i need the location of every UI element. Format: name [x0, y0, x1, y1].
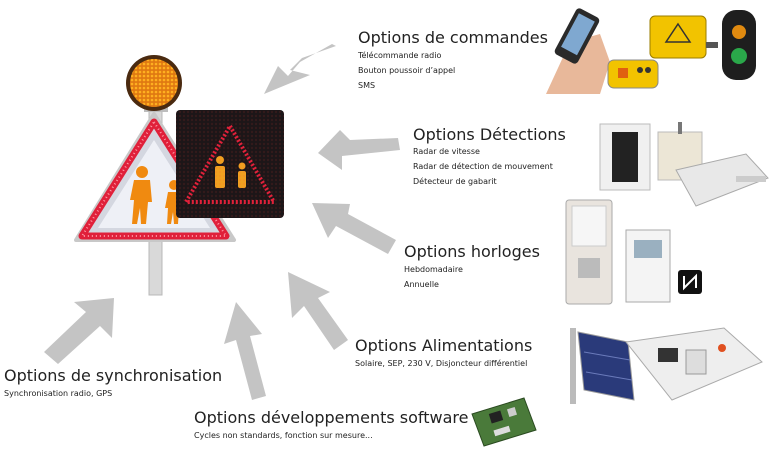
- commandes-title: Options de commandes: [358, 28, 548, 47]
- list-item: Synchronisation radio, GPS: [4, 389, 113, 398]
- arrow-commandes-icon: [264, 44, 336, 94]
- synchronisation-list: Synchronisation radio, GPS: [4, 386, 112, 401]
- gauge-detector-icon: [675, 153, 769, 207]
- list-item: SMS: [358, 81, 376, 90]
- circuit-board-icon: [471, 397, 537, 447]
- arrow-synchronisation-icon: [44, 298, 114, 364]
- developpements-title: Options développements software: [194, 408, 469, 427]
- list-item: Détecteur de gabarit: [413, 177, 497, 186]
- horloges-title: Options horloges: [404, 242, 540, 261]
- developpements-list: Cycles non standards, fonction sur mesur…: [194, 428, 373, 443]
- list-item: Bouton poussoir d’appel: [358, 66, 456, 75]
- list-item: Radar de vitesse: [413, 147, 480, 156]
- synchronisation-title: Options de synchronisation: [4, 366, 223, 385]
- list-item: Télécommande radio: [358, 51, 442, 60]
- horloges-products-image: [565, 199, 702, 305]
- solar-panel-icon: [577, 331, 635, 401]
- arrow-developpements-icon: [224, 302, 266, 400]
- commandes-products-image: [546, 8, 756, 94]
- detections-title: Options Détections: [413, 125, 566, 144]
- list-item: Hebdomadaire: [404, 265, 463, 274]
- push-button-box-icon: [649, 15, 707, 59]
- commandes-list: Télécommande radio Bouton poussoir d’app…: [358, 48, 455, 93]
- school-crossing-sign-illustration: [74, 55, 284, 296]
- list-item: Cycles non standards, fonction sur mesur…: [194, 431, 373, 440]
- list-item: Solaire, SEP, 230 V, Disjoncteur différe…: [355, 359, 528, 368]
- led-panel-display: [176, 110, 284, 218]
- software-board-image: [471, 397, 537, 447]
- arrow-detections-icon: [318, 130, 400, 170]
- black-remote-icon: [722, 10, 756, 80]
- list-item: Annuelle: [404, 280, 439, 289]
- radio-remote-icon: [607, 59, 659, 89]
- horloges-list: Hebdomadaire Annuelle: [404, 262, 463, 292]
- detections-products-image: [599, 122, 769, 207]
- arrow-horloges-icon: [312, 203, 396, 254]
- amber-beacon-light: [126, 55, 182, 112]
- detections-list: Radar de vitesse Radar de détection de m…: [413, 144, 553, 189]
- alimentations-title: Options Alimentations: [355, 336, 533, 355]
- arrow-alimentations-icon: [288, 272, 348, 350]
- alimentations-list: Solaire, SEP, 230 V, Disjoncteur différe…: [355, 356, 527, 371]
- list-item: Radar de détection de mouvement: [413, 162, 553, 171]
- hand-image: [546, 34, 610, 94]
- alimentations-products-image: [570, 327, 763, 404]
